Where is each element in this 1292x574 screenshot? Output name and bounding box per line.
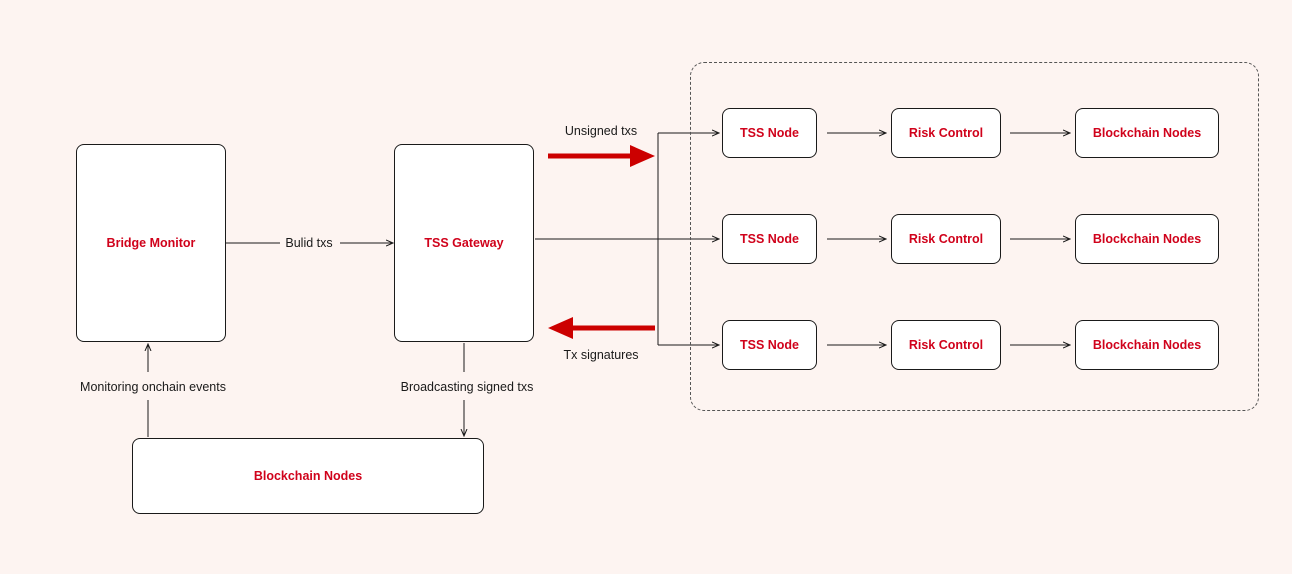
tss-node-1-label: TSS Node (739, 126, 800, 140)
tss-node-2[interactable]: TSS Node (722, 214, 817, 264)
tss-node-1[interactable]: TSS Node (722, 108, 817, 158)
bridge-monitor-label: Bridge Monitor (106, 236, 196, 250)
monitoring-label: Monitoring onchain events (80, 380, 226, 394)
blockchain-nodes-1[interactable]: Blockchain Nodes (1075, 108, 1219, 158)
blockchain-nodes-bottom[interactable]: Blockchain Nodes (132, 438, 484, 514)
tss-node-3-label: TSS Node (739, 338, 800, 352)
blockchain-nodes-2[interactable]: Blockchain Nodes (1075, 214, 1219, 264)
blockchain-nodes-3-label: Blockchain Nodes (1092, 338, 1202, 352)
broadcasting-label: Broadcasting signed txs (400, 380, 534, 394)
blockchain-nodes-3[interactable]: Blockchain Nodes (1075, 320, 1219, 370)
unsigned-txs-label: Unsigned txs (564, 124, 638, 138)
risk-control-1[interactable]: Risk Control (891, 108, 1001, 158)
tss-gateway-label: TSS Gateway (424, 236, 504, 250)
bridge-monitor-node[interactable]: Bridge Monitor (76, 144, 226, 342)
risk-control-1-label: Risk Control (908, 126, 984, 140)
build-txs-label: Bulid txs (285, 236, 333, 250)
unsigned-txs-arrow (548, 145, 655, 167)
tx-signatures-label: Tx signatures (563, 348, 639, 362)
tx-signatures-arrow (548, 317, 655, 339)
tss-node-3[interactable]: TSS Node (722, 320, 817, 370)
tss-gateway-node[interactable]: TSS Gateway (394, 144, 534, 342)
risk-control-3-label: Risk Control (908, 338, 984, 352)
risk-control-2[interactable]: Risk Control (891, 214, 1001, 264)
risk-control-3[interactable]: Risk Control (891, 320, 1001, 370)
blockchain-nodes-bottom-label: Blockchain Nodes (253, 469, 363, 483)
blockchain-nodes-1-label: Blockchain Nodes (1092, 126, 1202, 140)
blockchain-nodes-2-label: Blockchain Nodes (1092, 232, 1202, 246)
tss-cluster-group (690, 62, 1259, 411)
tss-node-2-label: TSS Node (739, 232, 800, 246)
risk-control-2-label: Risk Control (908, 232, 984, 246)
